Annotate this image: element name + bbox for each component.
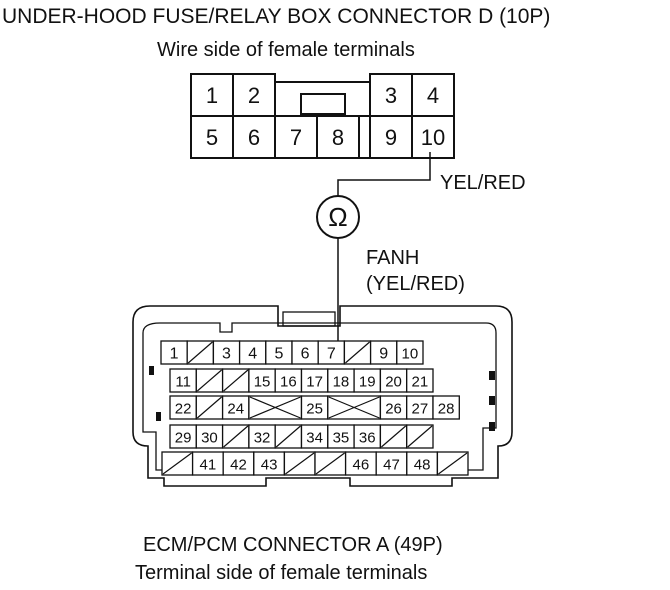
unused-pin-slash xyxy=(196,396,222,419)
unused-pin-slash xyxy=(223,425,249,448)
connector-a-pin-label: 27 xyxy=(412,401,429,418)
connector-d-view-label: Wire side of female terminals xyxy=(157,39,415,61)
connector-d-pin-label: 5 xyxy=(206,125,218,150)
connector-a-pin-label: 6 xyxy=(301,346,310,363)
unused-pin-slash xyxy=(187,341,213,364)
unused-cavity-cross xyxy=(249,396,301,419)
wire-color-label: YEL/RED xyxy=(440,172,526,194)
connector-a-pin-label: 16 xyxy=(280,374,297,391)
connector-a-pin-label: 26 xyxy=(385,401,402,418)
connector-a-pin-label: 24 xyxy=(227,401,244,418)
connector-a-pin-label: 10 xyxy=(402,346,419,363)
connector-a-pin-label: 36 xyxy=(359,430,376,447)
connector-a-pin-cell xyxy=(432,395,460,420)
unused-pin-slash xyxy=(162,452,192,475)
connector-d-pins: 1 2 3 4 5 6 7 8 9 10 xyxy=(190,73,455,159)
connector-d-pin-label: 4 xyxy=(427,83,439,108)
connector-a-pin-label: 46 xyxy=(353,457,370,474)
wire-to-pin-10 xyxy=(337,152,431,196)
ohmmeter-symbol xyxy=(316,195,360,239)
connector-a-pin-label: 25 xyxy=(306,401,323,418)
connector-a-pin-label: 29 xyxy=(175,430,192,447)
connector-d-pin-label: 3 xyxy=(385,83,397,108)
unused-cavity-cross xyxy=(328,396,380,419)
connector-a-pin-label: 5 xyxy=(274,346,283,363)
unused-pin-slash xyxy=(438,452,468,475)
unused-pin-slash xyxy=(345,341,370,364)
connector-a-pin-label: 18 xyxy=(333,374,350,391)
connector-a-pin-label: 4 xyxy=(248,346,257,363)
connector-a-pin-label: 1 xyxy=(170,346,179,363)
connector-a-pin-label: 41 xyxy=(200,457,217,474)
connector-a-view-label: Terminal side of female terminals xyxy=(135,562,428,584)
connector-a-pin-label: 35 xyxy=(333,430,350,447)
unused-pin-slash xyxy=(223,369,249,392)
connector-d-pin-label: 10 xyxy=(421,125,445,150)
connector-a-pin-label: 21 xyxy=(412,374,429,391)
unused-pin-slash xyxy=(381,425,407,448)
housing-detents xyxy=(149,366,495,431)
connector-a-pin-label: 42 xyxy=(230,457,247,474)
connector-a-pin-label: 20 xyxy=(385,374,402,391)
connector-a-pin-label: 7 xyxy=(327,346,336,363)
connector-a-pin-label: 9 xyxy=(379,346,388,363)
connector-a-pin-label: 32 xyxy=(254,430,271,447)
unused-pin-slash xyxy=(315,452,345,475)
connector-d-pin-label: 2 xyxy=(248,83,260,108)
connector-a-pin-label: 48 xyxy=(414,457,431,474)
connector-d-pin-cell xyxy=(411,115,455,159)
probe-wire xyxy=(337,152,431,350)
connector-a-pin-label: 34 xyxy=(306,430,323,447)
ohm-glyph: Ω xyxy=(328,202,347,232)
connector-d-pin-cell xyxy=(316,115,360,159)
unused-pin-slash xyxy=(196,369,222,392)
connector-a-title: ECM/PCM CONNECTOR A (49P) xyxy=(143,534,443,556)
connector-d-pin-label: 9 xyxy=(385,125,397,150)
connector-a-pin-label: 43 xyxy=(261,457,278,474)
connector-a-pin-label: 19 xyxy=(359,374,376,391)
connector-a-housing xyxy=(132,305,513,487)
connector-d-pin-label: 8 xyxy=(332,125,344,150)
unused-pin-slash xyxy=(407,425,433,448)
connector-d-pin-label: 7 xyxy=(290,125,302,150)
connector-a-pin-label: 3 xyxy=(222,346,231,363)
connector-a-pin-label: 15 xyxy=(254,374,271,391)
unused-pin-slash xyxy=(275,425,301,448)
connector-a-pin-label: 17 xyxy=(306,374,323,391)
signal-color-label: (YEL/RED) xyxy=(366,273,465,295)
connector-a-pin-cell xyxy=(396,340,424,365)
connector-a-pin-cell xyxy=(406,368,434,393)
connector-a-pin-label: 30 xyxy=(201,430,218,447)
connector-d-lock-tab xyxy=(300,93,346,115)
connector-d-pin-label: 1 xyxy=(206,83,218,108)
housing-outer xyxy=(132,305,513,487)
connector-d-pin-label: 6 xyxy=(248,125,260,150)
unused-pin-slash xyxy=(285,452,315,475)
connector-a-pin-label: 28 xyxy=(438,401,455,418)
housing-latch xyxy=(282,311,336,327)
connector-d-title: UNDER-HOOD FUSE/RELAY BOX CONNECTOR D (1… xyxy=(2,5,551,28)
signal-name-label: FANH xyxy=(366,247,420,269)
connector-a-pin-label: 22 xyxy=(175,401,192,418)
connector-a-pin-label: 11 xyxy=(175,374,191,391)
housing-inner xyxy=(142,322,497,471)
connector-a-pin-label: 47 xyxy=(383,457,400,474)
